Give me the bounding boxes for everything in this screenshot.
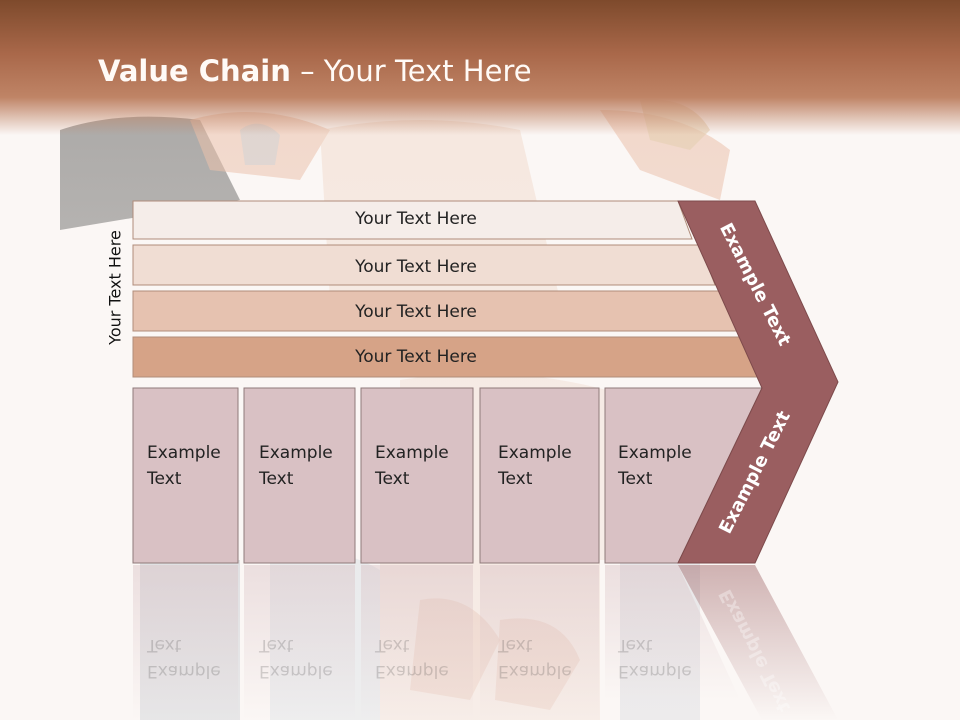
- box-1: [132, 387, 239, 564]
- box-label-2-line1: Example: [259, 443, 333, 463]
- box-label-5-line1: Example: [618, 443, 692, 463]
- row-label-2: Your Text Here: [355, 257, 477, 277]
- box-3-reflection: [361, 565, 473, 720]
- box-label-1-line2: Text: [147, 469, 182, 489]
- box-4: [479, 387, 600, 564]
- row-label-1: Your Text Here: [355, 209, 477, 229]
- box-label-1-reflection-line1: Example: [147, 661, 221, 681]
- box-2: [243, 387, 356, 564]
- box-label-2-reflection: Example Text: [259, 632, 333, 684]
- title-rest: – Your Text Here: [290, 54, 532, 88]
- box-label-1-reflection: Example Text: [147, 632, 221, 684]
- box-label-5-reflection-line2: Text: [618, 635, 653, 655]
- side-label: Your Text Here: [105, 230, 125, 345]
- box-label-5-reflection-line1: Example: [618, 661, 692, 681]
- box-1-reflection: [133, 565, 238, 720]
- row-bar-1: [132, 200, 693, 240]
- box-label-4-line2: Text: [498, 469, 533, 489]
- box-label-4-reflection: Example Text: [498, 632, 572, 684]
- title-bold: Value Chain: [98, 54, 291, 88]
- box-label-2-line2: Text: [259, 469, 294, 489]
- box-label-5-reflection: Example Text: [618, 632, 692, 684]
- box-label-2-reflection-line1: Example: [259, 661, 333, 681]
- slide-title: Value Chain – Your Text Here: [98, 54, 532, 88]
- box-label-4-reflection-line2: Text: [498, 635, 533, 655]
- box-4-reflection: [480, 565, 599, 720]
- box-label-5-line2: Text: [618, 469, 653, 489]
- chevron-arrow: [677, 200, 839, 564]
- box-label-2-reflection-line2: Text: [259, 635, 294, 655]
- box-label-1-reflection-line2: Text: [147, 635, 182, 655]
- box-label-3-line1: Example: [375, 443, 449, 463]
- box-label-3-reflection: Example Text: [375, 632, 449, 684]
- box-5-reflection: [605, 565, 740, 700]
- row-bar-2: [132, 244, 716, 286]
- chevron-reflection: [678, 565, 838, 720]
- box-label-1-line1: Example: [147, 443, 221, 463]
- title-banner: [0, 0, 960, 135]
- box-label-4-line1: Example: [498, 443, 572, 463]
- row-label-3: Your Text Here: [355, 302, 477, 322]
- row-label-4: Your Text Here: [355, 347, 477, 367]
- box-3: [360, 387, 474, 564]
- box-2-reflection: [244, 565, 355, 720]
- box-label-3-line2: Text: [375, 469, 410, 489]
- box-label-3-reflection-line1: Example: [375, 661, 449, 681]
- box-label-4-reflection-line1: Example: [498, 661, 572, 681]
- box-label-3-reflection-line2: Text: [375, 635, 410, 655]
